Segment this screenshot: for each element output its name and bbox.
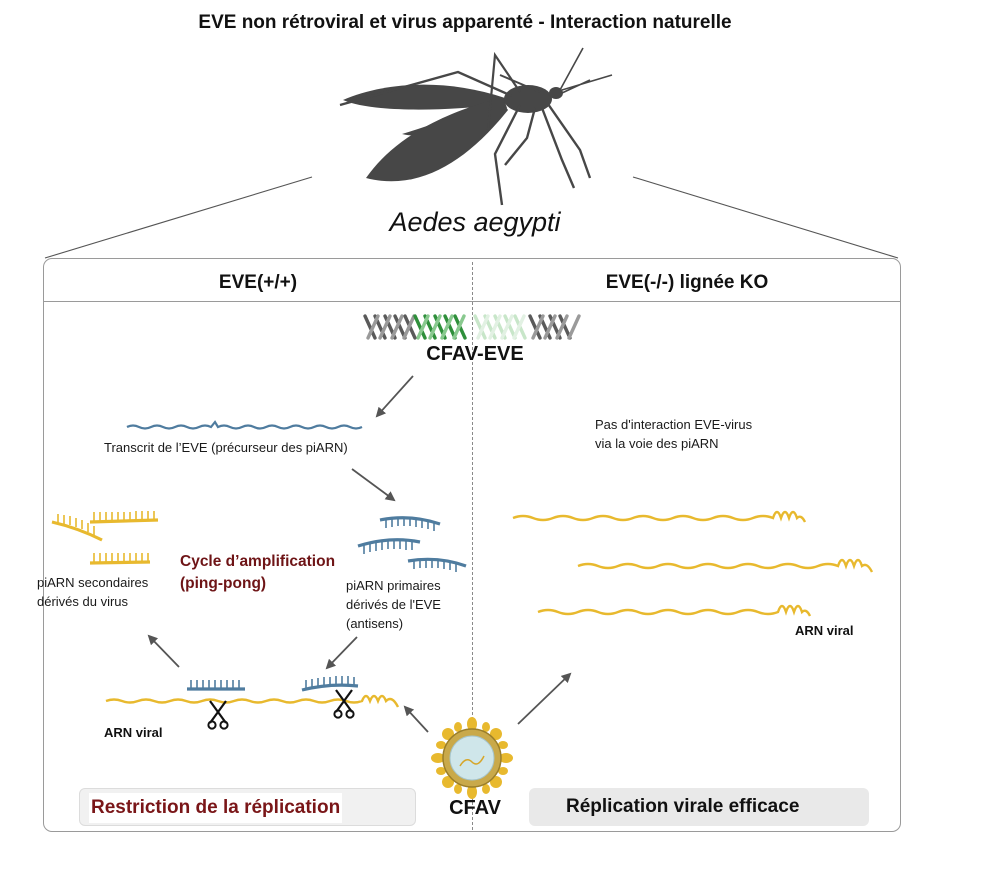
secondary-pirna-line-1: piARN secondaires [37, 575, 149, 590]
primary-pirna-line-2: dérivés de l'EVE [346, 597, 441, 612]
comparison-panel [43, 258, 901, 832]
arrow-transcript-to-primary [351, 468, 396, 502]
secondary-pirna-1 [89, 511, 159, 524]
primary-pirna-1 [379, 516, 441, 531]
arrow-virus-to-left [403, 705, 429, 733]
primary-pirna-3 [407, 557, 467, 572]
secondary-pirnas [51, 511, 159, 565]
species-label: Aedes aegypti [389, 207, 561, 237]
viral-rna-label-left: ARN viral [104, 725, 163, 740]
cfav-virus-icon [431, 717, 513, 799]
no-interaction-line-1: Pas d'interaction EVE-virus [595, 417, 753, 432]
mosquito-illustration [339, 47, 613, 206]
arrow-viral-to-secondary [147, 634, 180, 668]
column-header-wildtype: EVE(+/+) [218, 272, 298, 293]
no-interaction-line-2: via la voie des piARN [595, 436, 719, 451]
diagram-title: EVE non rétroviral et virus apparenté - … [198, 12, 732, 33]
eve-transcript [126, 420, 363, 430]
arrow-eve-to-transcript [375, 375, 414, 418]
ping-pong-cycle-label: Cycle d’amplification (ping-pong) [180, 551, 335, 595]
eve-label: CFAV-EVE [426, 343, 524, 365]
column-header-knockout: EVE(-/-) lignée KO [605, 272, 769, 293]
arrow-primary-to-viral [325, 636, 358, 670]
cycle-line-1: Cycle d’amplification [180, 553, 336, 570]
restriction-banner-text: Restriction de la réplication [89, 793, 343, 823]
secondary-pirna-line-2: dérivés du virus [37, 594, 129, 609]
cycle-line-2: (ping-pong) [180, 575, 267, 592]
no-interaction-label: Pas d'interaction EVE-virus via la voie … [595, 415, 752, 453]
transcript-label: Transcrit de l’EVE (précurseur des piARN… [104, 440, 348, 455]
viral-rna-right-2 [577, 558, 874, 573]
column-divider [472, 262, 473, 830]
scissors-icon [207, 699, 229, 730]
primary-pirna-line-3: (antisens) [346, 616, 404, 631]
flow-arrows [147, 375, 572, 733]
viral-rna-label-right: ARN viral [795, 623, 854, 638]
viral-rna-right-1 [512, 510, 807, 523]
arrow-virus-to-right [517, 672, 572, 725]
viral-rna-right-3 [537, 604, 812, 617]
scissors-icon [333, 688, 355, 719]
zoom-line-left [44, 176, 313, 259]
viral-rna-left-strand [105, 676, 400, 730]
secondary-pirna-3 [89, 553, 151, 565]
efficient-replication-banner: Réplication virale efficace [529, 788, 869, 826]
primary-pirna-line-1: piARN primaires [346, 578, 441, 593]
secondary-pirna-label: piARN secondaires dérivés du virus [37, 573, 148, 611]
restriction-banner: Restriction de la réplication [79, 788, 416, 826]
primary-pirnas [357, 516, 467, 572]
viral-rnas-right [512, 510, 874, 617]
primary-pirna-label: piARN primaires dérivés de l'EVE (antise… [346, 576, 441, 633]
virus-label: CFAV [449, 797, 501, 819]
secondary-pirna-2 [51, 514, 103, 542]
eve-dna-helix [363, 314, 581, 340]
zoom-line-right [632, 176, 899, 259]
primary-pirna-2 [357, 538, 421, 554]
